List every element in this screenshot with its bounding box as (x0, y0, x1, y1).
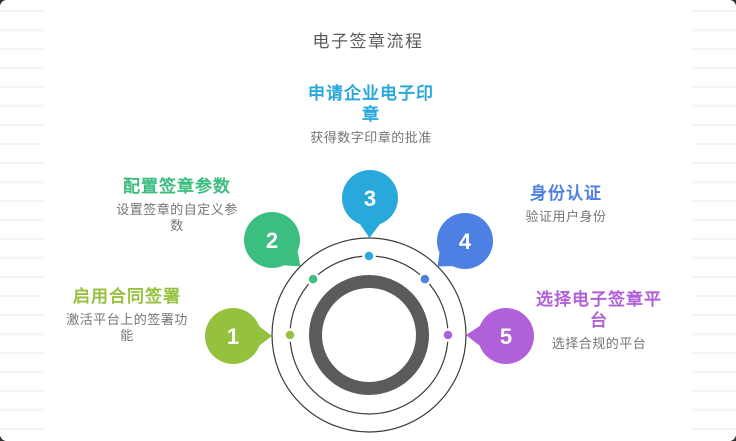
step5-title: 选择电子签章平台 (536, 290, 662, 330)
step1-number: 1 (227, 324, 239, 349)
step5-bubble: 5 (466, 308, 534, 364)
step4-desc: 验证用户身份 (525, 209, 607, 224)
page-title: 电子签章流程 (312, 32, 424, 51)
step3-bubble: 3 (342, 170, 398, 238)
step3-dot (362, 249, 376, 263)
center-ring (309, 275, 429, 395)
step2-label: 配置签章参数 设置签章的自定义参数 (97, 176, 257, 234)
step5-number: 5 (500, 324, 512, 349)
left-stripe-margin (0, 0, 43, 441)
step2-title: 配置签章参数 (123, 177, 231, 196)
step1-title: 启用合同签署 (73, 287, 181, 306)
step1-desc: 激活平台上的签署功能 (66, 312, 188, 343)
step2-bubble: 2 (244, 212, 301, 268)
step5-desc: 选择合规的平台 (551, 336, 647, 351)
step4-bubble: 4 (437, 213, 493, 269)
step3-title: 申请企业电子印章 (308, 84, 434, 124)
step4-title: 身份认证 (530, 184, 602, 203)
step3-number: 3 (364, 186, 376, 211)
step2-desc: 设置签章的自定义参数 (116, 202, 238, 233)
step3-label: 申请企业电子印章 获得数字印章的批准 (291, 83, 451, 146)
outer-orbit-circle (271, 237, 467, 433)
step2-dot (306, 272, 320, 286)
step1-dot (283, 328, 297, 342)
step2-number: 2 (266, 228, 278, 253)
step4-number: 4 (459, 229, 472, 254)
step1-label: 启用合同签署 激活平台上的签署功能 (47, 286, 207, 344)
step5-dot (441, 328, 455, 342)
step4-label: 身份认证 验证用户身份 (486, 183, 646, 225)
step1-bubble: 1 (205, 308, 272, 364)
step5-label: 选择电子签章平台 选择合规的平台 (519, 289, 679, 352)
step3-desc: 获得数字印章的批准 (310, 130, 432, 145)
right-stripe-margin (693, 0, 736, 441)
step4-dot (418, 272, 432, 286)
